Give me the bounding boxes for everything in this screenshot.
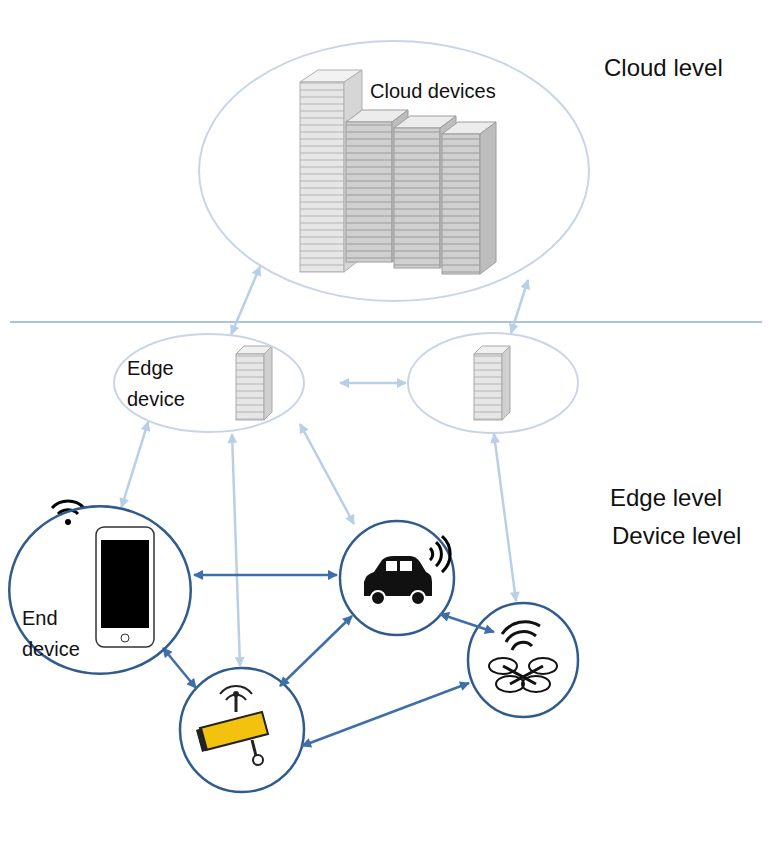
edge-server-icon (236, 346, 272, 420)
phone-icon-part (121, 634, 129, 642)
camera-icon-part (196, 728, 208, 752)
car-icon-part (430, 536, 450, 572)
cloud-servers-part (480, 122, 496, 274)
device-link-part (163, 648, 196, 688)
drone-icon-part (506, 632, 536, 642)
camera-icon-part (252, 740, 256, 756)
drone-icon-part (510, 666, 543, 684)
edge-server-icon (474, 346, 510, 420)
car-icon-part (364, 556, 432, 596)
phone-icon-part (96, 527, 154, 647)
edge-server-icon-part (502, 346, 510, 420)
level-label: Edge level (610, 484, 722, 513)
car-icon (364, 536, 450, 605)
cloud-servers-part (300, 82, 344, 272)
edge-connector (231, 267, 260, 335)
phone-icon (52, 501, 154, 647)
cloud-ellipse: Cloud devices (198, 40, 590, 302)
phone-icon-part-part (52, 501, 84, 508)
level-label: Device level (612, 522, 741, 551)
camera-icon-part (220, 686, 252, 694)
drone-icon-part (512, 642, 532, 650)
node-text: Cloud devices (370, 76, 496, 107)
level-label: Cloud level (604, 54, 723, 83)
car-icon-part-part (436, 542, 441, 566)
car-icon-part-part (442, 536, 450, 572)
car-icon-part-part (430, 548, 433, 560)
node-outline-shape (199, 41, 589, 301)
device-link-part (440, 614, 494, 632)
cloud-servers-part (442, 134, 480, 274)
edge-link (232, 280, 528, 666)
edge-device-ellipse (408, 333, 578, 433)
camera-icon-part (200, 712, 268, 750)
device-link-part (280, 616, 352, 686)
drone-icon-part (502, 622, 540, 634)
device-link-part (302, 683, 469, 746)
car-icon-part (386, 561, 397, 571)
cloud-servers-part (346, 122, 392, 262)
node-outline (198, 40, 590, 302)
edge-link-part (232, 434, 240, 666)
car-icon-part (411, 591, 425, 605)
level-separator (10, 321, 762, 323)
cloud-servers-part (394, 128, 440, 268)
edge-ellipse: Edge device (113, 333, 305, 433)
camera-icon-part (253, 755, 263, 765)
cloud-servers (300, 70, 496, 274)
node-text: End device (22, 603, 94, 665)
drone-icon (489, 622, 557, 692)
edge-server-icon-part (474, 354, 502, 420)
drone-icon-part (503, 666, 536, 684)
camera-icon-part (226, 695, 246, 700)
device-circle (180, 668, 304, 792)
phone-icon-part (65, 519, 71, 525)
node-outline-shape (114, 334, 304, 432)
device-circle (340, 521, 454, 635)
node-outline-shape (9, 506, 191, 674)
device-circle: End device (8, 505, 192, 675)
car-icon-part (371, 591, 385, 605)
edge-connector (122, 422, 149, 508)
phone-icon-part (101, 540, 149, 628)
edge-server-icon-part (236, 354, 264, 420)
node-text: Edge device (127, 353, 209, 415)
camera-icon (196, 686, 268, 765)
edge-link-part (511, 280, 528, 333)
device-link-part (194, 574, 337, 577)
edge-link-part (340, 382, 406, 385)
node-outline (113, 333, 305, 433)
device-circle (468, 603, 578, 717)
device-link (163, 575, 494, 746)
camera-icon-part (235, 696, 238, 712)
edge-link-part (300, 424, 354, 524)
edge-link-part (494, 434, 516, 601)
edge-server-icon-part (264, 346, 272, 420)
car-icon-part (400, 561, 412, 571)
